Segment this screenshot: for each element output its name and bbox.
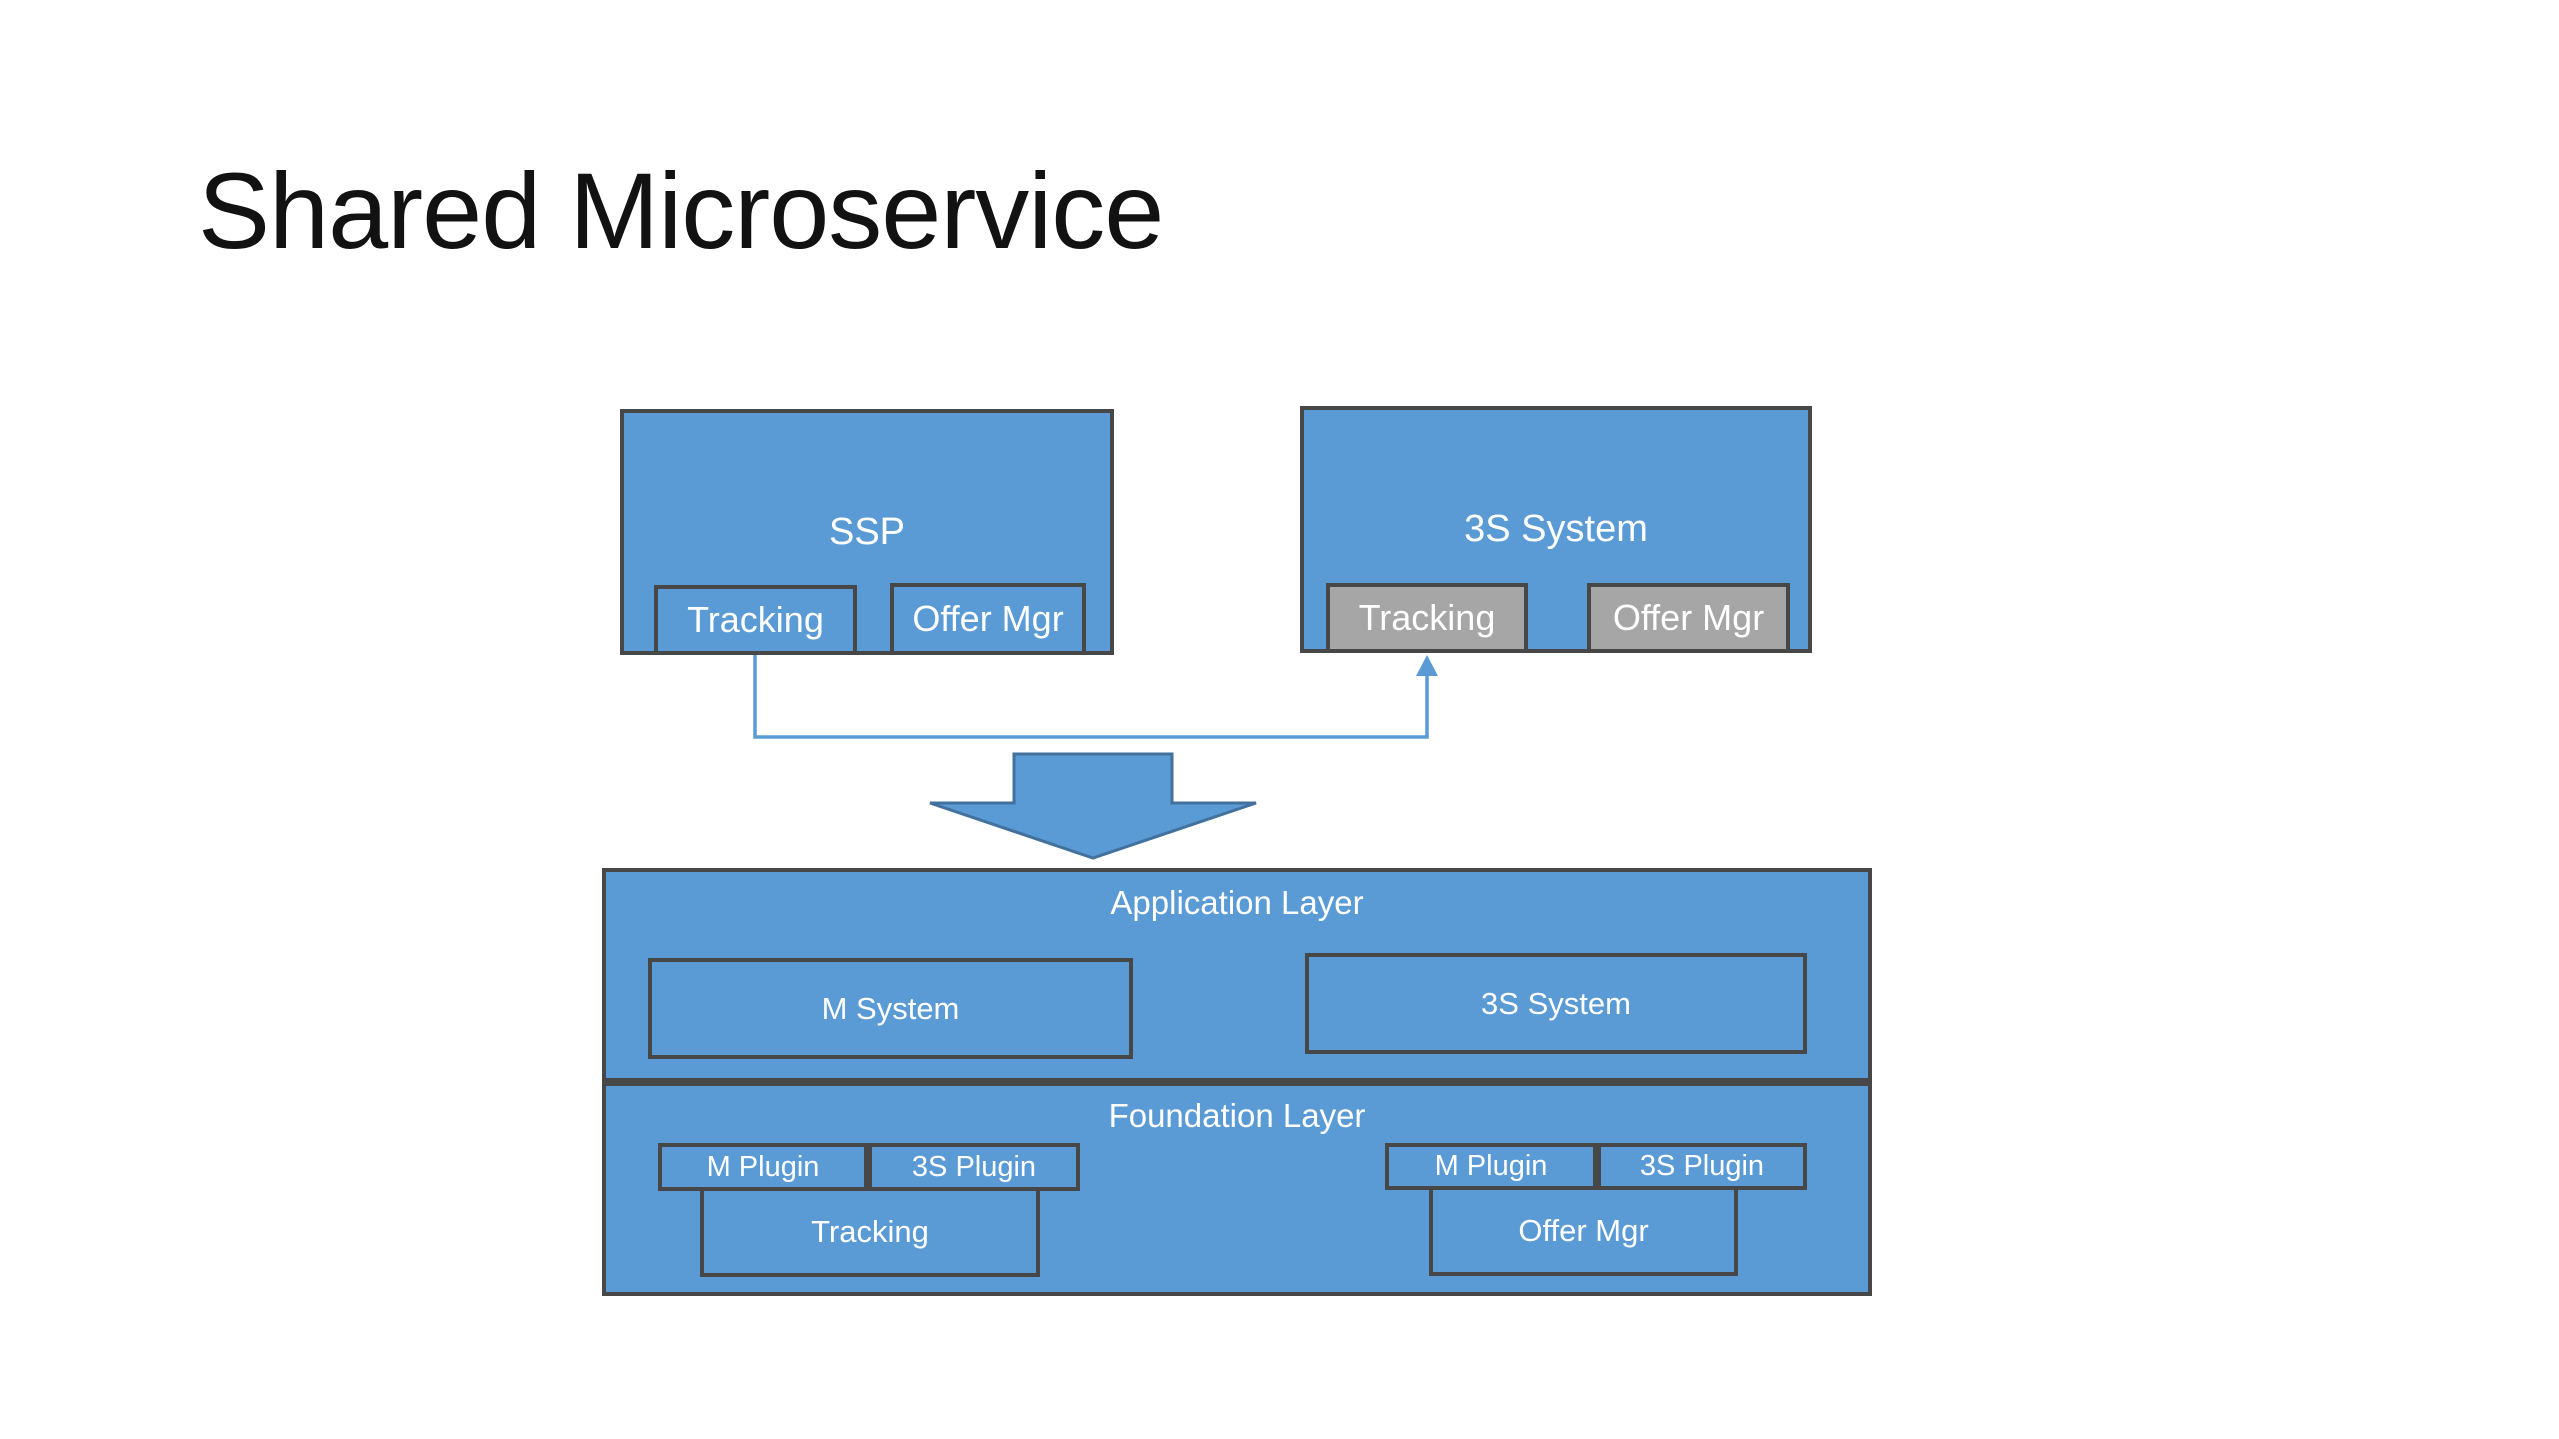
big-down-arrow-icon: [929, 752, 1257, 860]
3s-system-box: 3S System Tracking Offer Mgr: [1300, 406, 1812, 653]
ssp-box: SSP Tracking Offer Mgr: [620, 409, 1114, 655]
foundation-left-m-plugin-box: M Plugin: [658, 1143, 868, 1191]
foundation-tracking-box: Tracking: [700, 1187, 1040, 1277]
m-system-box: M System: [648, 958, 1133, 1059]
app-3s-system-box: 3S System: [1305, 953, 1807, 1054]
down-arrow-shape: [929, 752, 1257, 860]
foundation-right-m-plugin-box: M Plugin: [1385, 1143, 1597, 1190]
application-layer-label: Application Layer: [1110, 884, 1364, 921]
connector-line: [753, 655, 1429, 739]
foundation-layer-box: Foundation Layer M Plugin 3S Plugin Trac…: [602, 1082, 1872, 1296]
connector-up-arrowhead-icon: [1416, 655, 1438, 676]
ssp-tracking-box: Tracking: [654, 585, 857, 655]
foundation-left-3s-plugin-box: 3S Plugin: [868, 1143, 1080, 1191]
foundation-layer-label: Foundation Layer: [1108, 1097, 1366, 1134]
ssp-offer-mgr-box: Offer Mgr: [890, 583, 1086, 655]
foundation-right-3s-plugin-box: 3S Plugin: [1597, 1143, 1807, 1190]
tracking-connector: [753, 655, 1438, 739]
foundation-offer-mgr-box: Offer Mgr: [1429, 1186, 1738, 1276]
3s-tracking-box: Tracking: [1326, 583, 1528, 653]
slide-title: Shared Microservice: [198, 150, 1164, 271]
application-layer-box: Application Layer M System 3S System: [602, 868, 1872, 1082]
3s-offer-mgr-box: Offer Mgr: [1587, 583, 1790, 653]
